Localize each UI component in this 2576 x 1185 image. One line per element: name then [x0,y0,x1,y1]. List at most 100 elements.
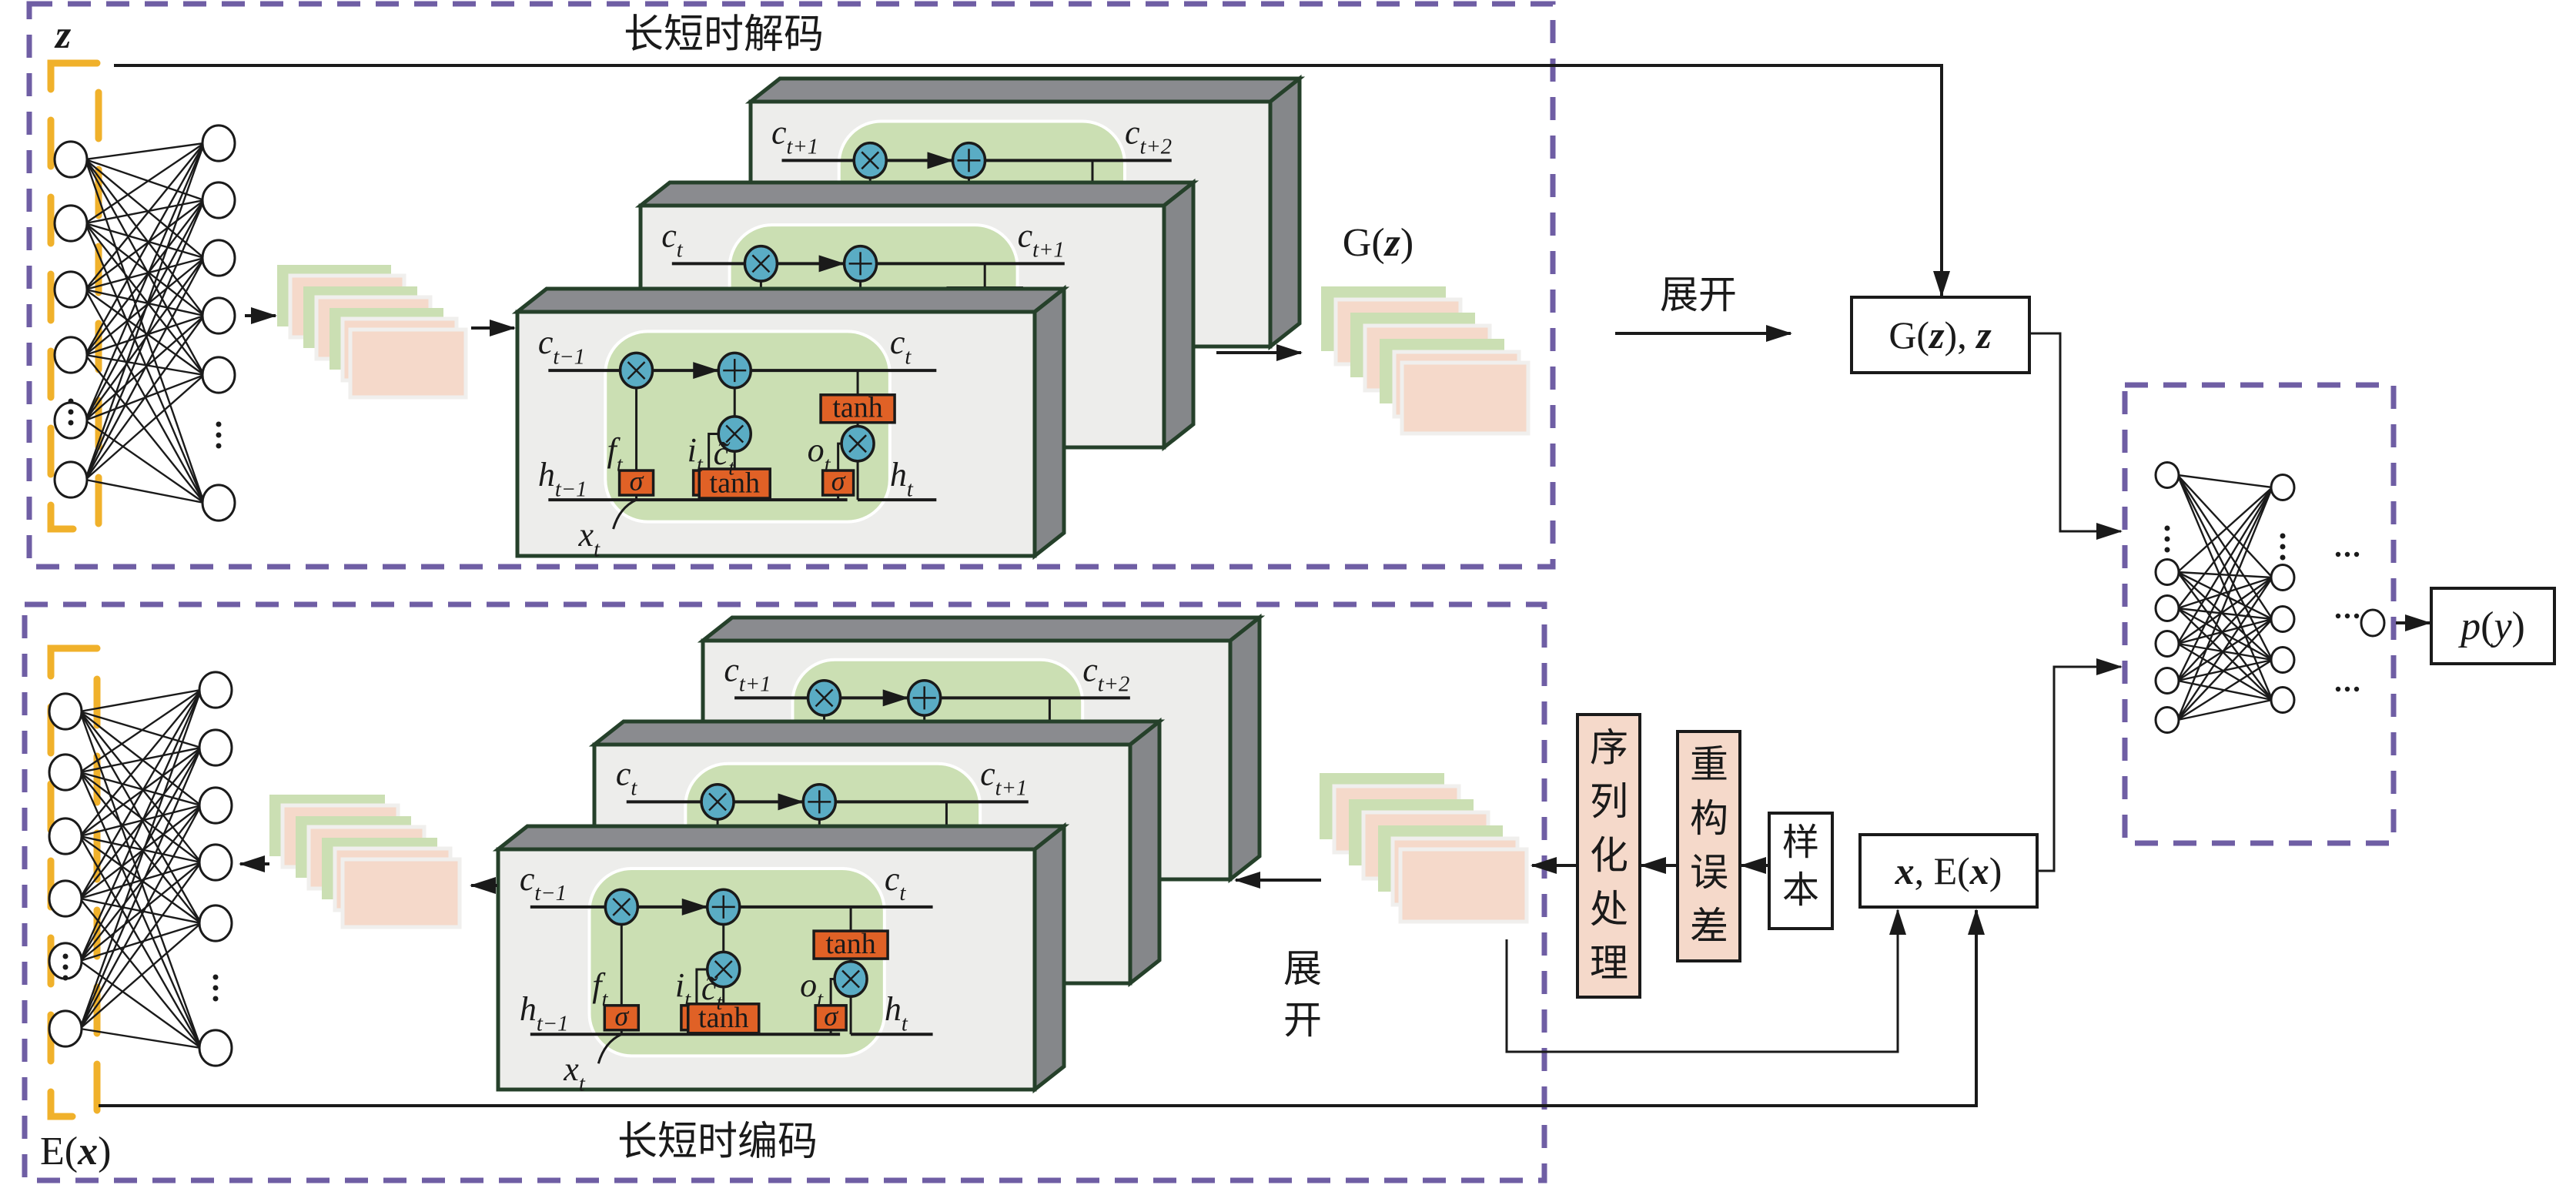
connection [79,747,202,962]
var-base: c [885,860,900,898]
neuron [48,817,83,855]
vdots-icon [2164,525,2170,531]
output-gate: σ [821,466,855,497]
variable-label: it [687,431,704,477]
var-subscript: t−1 [553,345,585,369]
variable-label: it [675,966,691,1012]
gz-label: G(z) [1343,221,1413,265]
connection [84,159,206,376]
var-subscript: t [905,345,912,369]
op-glyph [714,960,733,979]
variable-label: xt [578,516,601,561]
encoder-title: 长短时编码 [617,1120,818,1164]
var-subscript: t [825,453,831,477]
serialization-box: 序列化处理 [1576,713,1641,999]
neuron [201,181,236,219]
var-base: c [616,755,631,792]
var-base: h [538,456,555,494]
connection [79,805,202,1029]
char: 重 [1690,743,1728,786]
decoder-latent-bracket [47,59,102,533]
multiply-op-icon [852,141,888,179]
neuron [2154,667,2180,695]
vdots-icon [68,398,74,404]
neuron [201,239,236,277]
gz-var: z [1383,221,1401,265]
svg-text:样本: 样本 [1782,822,1819,911]
decoder-lstm-stack: ct+1ct+2σσtanhσtanhftitc̃totht+2ctct+1σσ… [511,74,1306,561]
op-glyph [612,897,631,916]
cell-top-face [634,180,1199,208]
ellipsis-icon [2335,613,2341,619]
py-close: ) [2512,604,2525,648]
gate-box [812,929,889,960]
sample-box: 样本 [1768,812,1834,930]
encoder-output-sequence [269,795,462,929]
forget-gate: σ [617,466,655,497]
input-to-xex-connector [1505,909,1906,1053]
cell-top-face [744,76,1306,104]
connection [2177,618,2273,645]
connection [79,689,202,962]
gate-label: σ [824,1000,838,1031]
svg-text:重构误差: 重构误差 [1690,743,1728,948]
var-base: c [890,323,905,361]
neuron [53,140,89,179]
var-subscript: t−1 [534,882,567,905]
connection [85,478,205,504]
connection [84,142,206,421]
var-base: i [687,431,697,469]
connection [84,257,206,480]
cell-side-face [1228,613,1262,884]
connection [2176,571,2273,701]
decoder-input-network [53,124,236,522]
connections [84,142,206,504]
variable-label: ht [885,990,908,1036]
var-subscript: t [677,239,684,263]
connection [2177,576,2273,610]
char: 误 [1690,851,1728,894]
connection [79,772,202,924]
connection [85,223,205,316]
gate-label: tanh [832,392,882,424]
var-subscript: t [899,882,906,905]
xex-sep: , E( [1915,849,1970,892]
var-base: c [538,323,554,361]
neuron [48,692,83,731]
connection [2176,618,2273,721]
var-subscript: t [697,453,704,477]
connection [79,689,202,1029]
neuron [198,728,233,767]
svg-text:G(z), z: G(z), z [1889,313,1992,357]
neuron [2270,564,2296,591]
variable-label: ct+1 [724,651,771,696]
var-base: c [1018,216,1033,254]
connection [85,353,205,377]
char: 本 [1782,870,1819,911]
neuron [53,460,89,499]
connection [79,862,202,1029]
connection [85,199,205,290]
xex-x2: x [1969,849,1989,892]
neuron [201,124,236,162]
connection [79,805,202,962]
neuron [198,904,233,942]
discriminator-group-box [2122,382,2397,846]
connection [2176,487,2273,721]
connection [84,199,206,356]
connection [79,960,202,1049]
connection [79,862,202,962]
neuron [198,671,233,709]
gate-box [821,469,855,497]
gate-label: σ [614,1000,629,1031]
op-glyph [815,688,834,708]
char: 理 [1590,942,1628,985]
vdots-icon [216,421,222,427]
gate-box [617,469,655,497]
op-glyph [751,254,771,273]
connection [79,861,202,900]
op-glyph [708,792,727,812]
cell-tanh: tanh [812,928,889,960]
connection [84,223,206,504]
sequence-frame-front [348,327,468,400]
